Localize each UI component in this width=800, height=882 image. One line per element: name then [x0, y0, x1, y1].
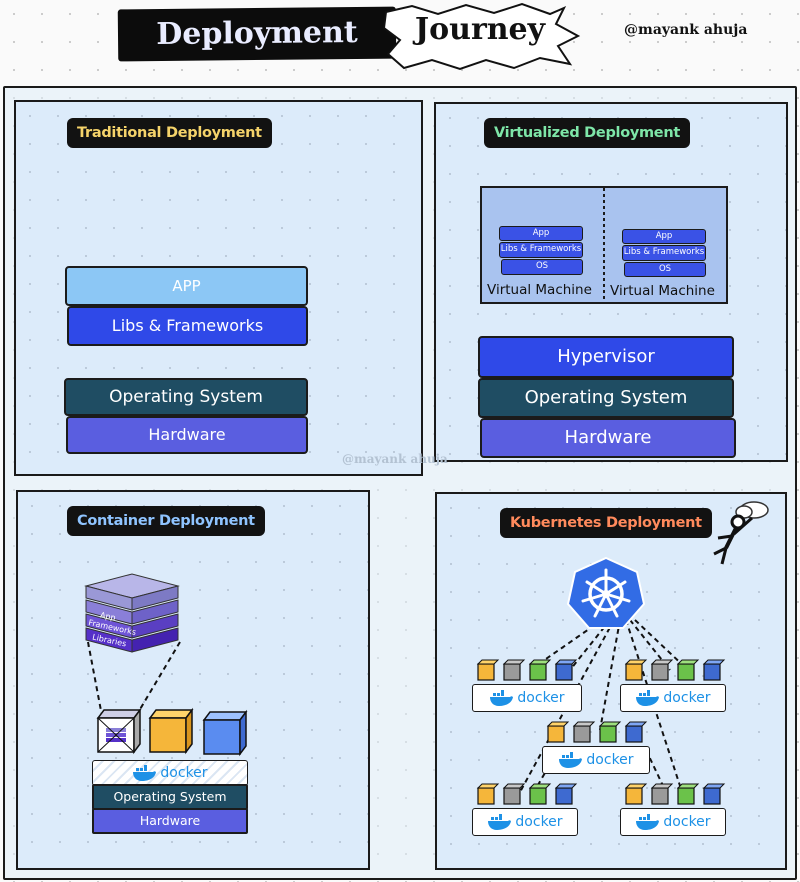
traditional-hardware-layer: Hardware [66, 416, 308, 454]
title-journey: Journey [414, 12, 546, 47]
k8s-node-cubes [624, 783, 726, 805]
vm1-libs: Libs & Frameworks [499, 242, 583, 258]
vm2-libs-label: Libs & Frameworks [623, 247, 705, 257]
title-deployment: Deployment [117, 6, 397, 62]
title-deployment-text: Deployment [156, 14, 358, 53]
author-handle: @mayank ahuja [624, 22, 748, 38]
docker-whale-icon [636, 814, 660, 830]
zoom-lines [87, 641, 181, 717]
docker-whale-icon [636, 690, 660, 706]
container-hardware-layer: Hardware [92, 808, 248, 834]
vm1-libs-label: Libs & Frameworks [500, 244, 582, 254]
virtualized-os-layer: Operating System [478, 378, 734, 418]
container-os-layer: Operating System [92, 784, 248, 810]
virtualized-title: Virtualized Deployment [484, 118, 690, 148]
vm1-label: Virtual Machine [487, 282, 592, 298]
k8s-node-cubes [624, 659, 726, 681]
k8s-node-docker-label: docker [517, 690, 565, 706]
vm1-app-label: App [532, 228, 550, 238]
container-cube-blue [202, 709, 248, 757]
vm2-os-label: OS [658, 264, 672, 274]
k8s-node-cubes [546, 721, 648, 743]
vm2-libs: Libs & Frameworks [622, 245, 706, 261]
vm2-os: OS [624, 262, 706, 277]
traditional-app-layer: APP [65, 266, 308, 306]
stick-figure-icon [713, 501, 769, 565]
k8s-node-cubes [476, 783, 578, 805]
traditional-hardware-label: Hardware [148, 425, 226, 444]
container-docker-label: docker [160, 765, 208, 781]
vm1-app: App [499, 226, 583, 241]
k8s-node-docker-label: docker [515, 814, 563, 830]
k8s-node-docker: docker [472, 684, 582, 712]
k8s-node-docker: docker [620, 684, 726, 712]
virtualized-os-label: Operating System [524, 387, 688, 408]
k8s-node-docker: docker [472, 808, 578, 836]
traditional-os-layer: Operating System [64, 378, 308, 416]
vm1-os-label: OS [535, 261, 549, 271]
vm-divider [603, 188, 605, 302]
container-cube-orange [148, 707, 194, 755]
vm1-os: OS [501, 259, 583, 275]
container-title: Container Deployment [67, 506, 265, 536]
traditional-title: Traditional Deployment [67, 118, 272, 148]
k8s-node-docker-label: docker [586, 752, 634, 768]
docker-whale-icon [490, 690, 514, 706]
container-image-stack [84, 573, 180, 653]
k8s-node-docker: docker [542, 746, 650, 774]
container-hardware-label: Hardware [139, 813, 201, 828]
traditional-libs-label: Libs & Frameworks [111, 316, 264, 335]
traditional-libs-layer: Libs & Frameworks [67, 306, 308, 346]
kubernetes-icon [566, 556, 646, 629]
hypervisor-label: Hypervisor [557, 346, 655, 367]
virtualized-hardware-layer: Hardware [480, 418, 736, 458]
hypervisor-layer: Hypervisor [478, 336, 734, 378]
container-os-label: Operating System [113, 789, 227, 804]
container-cube-selected [96, 707, 142, 755]
traditional-os-label: Operating System [109, 387, 263, 407]
title-journey-burst [382, 2, 581, 71]
k8s-node-cubes [476, 659, 578, 681]
k8s-node-docker-label: docker [663, 690, 711, 706]
watermark: @mayank ahuja [342, 452, 448, 466]
kubernetes-panel [435, 492, 787, 870]
vm2-app: App [622, 229, 706, 244]
docker-whale-icon [133, 765, 157, 781]
traditional-app-label: APP [172, 277, 201, 295]
docker-whale-icon [488, 814, 512, 830]
container-docker-layer: docker [92, 760, 248, 786]
k8s-node-docker: docker [620, 808, 726, 836]
kubernetes-title: Kubernetes Deployment [500, 508, 712, 538]
virtualized-hardware-label: Hardware [564, 427, 652, 448]
docker-whale-icon [559, 752, 583, 768]
vm2-app-label: App [655, 231, 673, 241]
vm2-label: Virtual Machine [610, 283, 715, 299]
k8s-node-docker-label: docker [663, 814, 711, 830]
